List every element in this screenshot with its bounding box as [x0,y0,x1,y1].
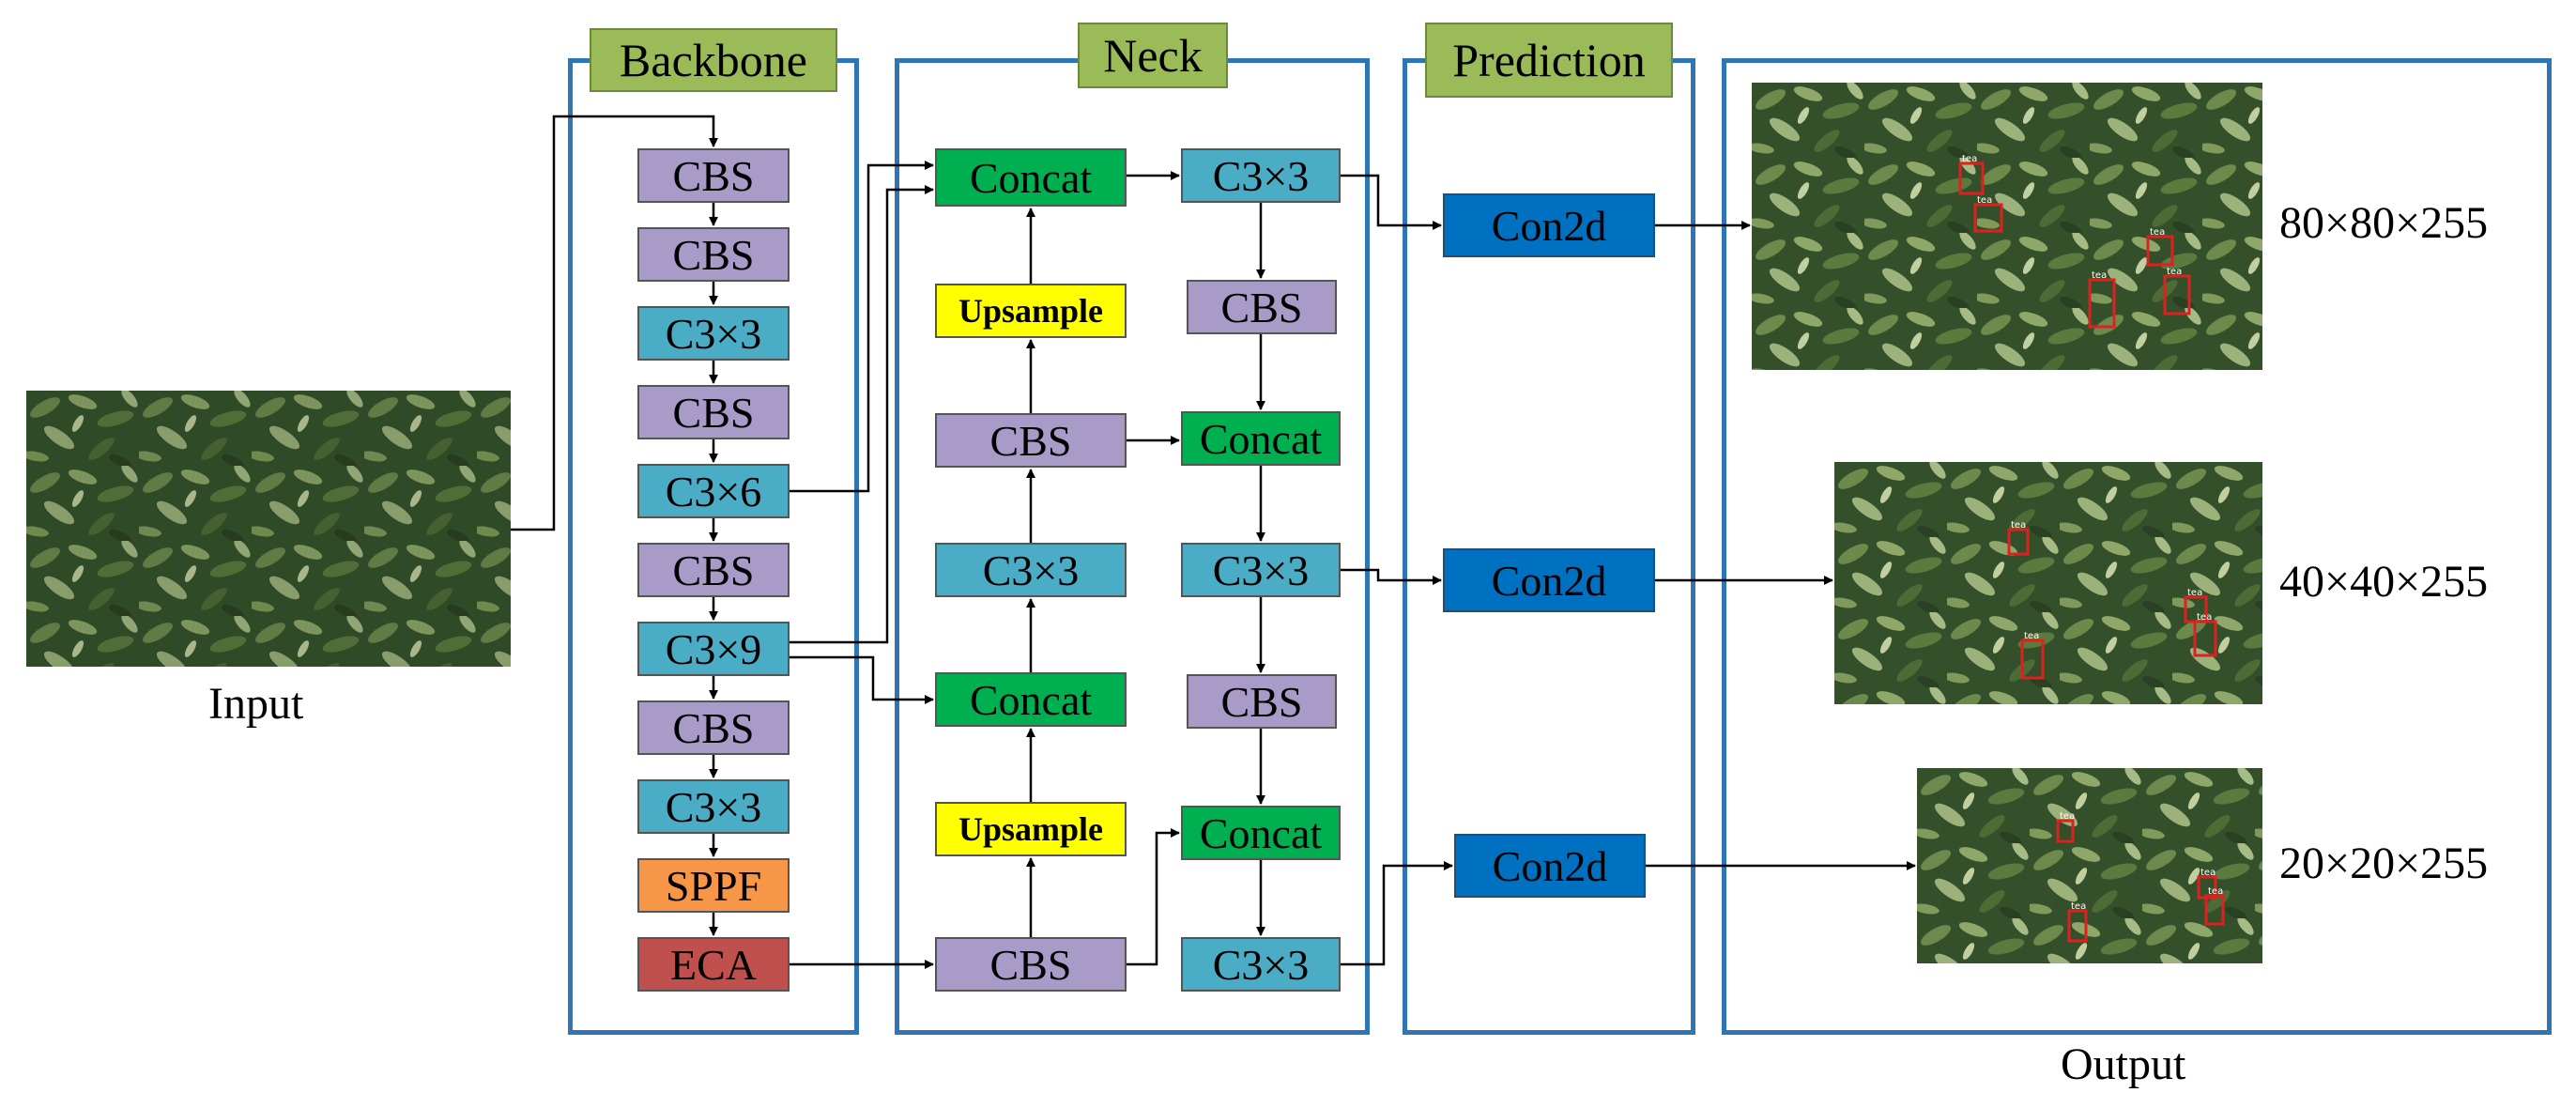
output-shape-2: 40×40×255 [2279,557,2489,607]
output-panel [1722,58,2552,1035]
backbone-title: Backbone [590,28,837,92]
output-image-large: tea tea tea tea tea [1752,83,2262,370]
neck-cbs-right-1: CBS [1187,280,1337,334]
wire-input [511,115,718,531]
detection-tag: tea [2208,886,2223,897]
neck-concat-right-1: Concat [1181,411,1341,466]
wire-c3x9-skip-mid [790,655,934,704]
output-image-small: tea tea tea tea [1917,768,2262,963]
wire-pred-1 [1341,174,1442,230]
neck-c3x3-top: C3×3 [1181,148,1341,203]
detection-tag: tea [2024,631,2039,641]
neck-upsample-bottom: Upsample [935,802,1127,856]
neck-concat-mid-left: Concat [935,672,1127,727]
neck-c3x3-bottom: C3×3 [1181,937,1341,992]
prediction-con2d-1: Con2d [1443,193,1655,257]
neck-upsample-top: Upsample [935,284,1127,338]
backbone-eca: ECA [637,937,790,992]
backbone-c3x9: C3×9 [637,622,790,676]
wire-pred-2 [1341,568,1442,585]
detection-tag: tea [2092,270,2107,281]
neck-concat-right-2: Concat [1181,806,1341,860]
wire-cbs-bottom [1127,828,1180,966]
backbone-cbs-2: CBS [637,227,790,282]
neck-title: Neck [1078,23,1228,88]
neck-concat-top: Concat [935,148,1127,207]
backbone-cbs-1: CBS [637,148,790,203]
prediction-con2d-3: Con2d [1454,834,1646,898]
backbone-c3x3-2: C3×3 [637,779,790,834]
detection-tag: tea [2060,811,2075,822]
output-shape-3: 20×20×255 [2279,839,2489,888]
neck-cbs-bottom: CBS [935,937,1127,992]
output-label: Output [2061,1039,2186,1089]
detection-tag: tea [2187,588,2202,598]
detection-tag: tea [2167,267,2182,277]
input-label: Input [208,679,304,729]
wire-pred-3 [1341,861,1453,966]
neck-c3x3-mid: C3×3 [1181,543,1341,597]
wire-c3x9-skip-top [790,185,934,644]
detection-tag: tea [2071,901,2086,912]
neck-cbs-upper: CBS [935,413,1127,468]
detection-tag: tea [1977,195,1992,206]
wire-c3x6-skip [790,161,934,493]
neck-cbs-right-2: CBS [1187,674,1337,729]
input-image [26,391,511,667]
neck-c3x3-left: C3×3 [935,543,1127,597]
backbone-c3x3-1: C3×3 [637,306,790,361]
detection-tag: tea [2197,612,2212,623]
detection-tag: tea [2011,520,2026,531]
backbone-cbs-5: CBS [637,700,790,755]
prediction-title: Prediction [1425,23,1673,98]
output-shape-1: 80×80×255 [2279,198,2489,248]
backbone-cbs-3: CBS [637,385,790,439]
output-image-medium: tea tea tea tea [1834,462,2262,704]
prediction-con2d-2: Con2d [1443,548,1655,612]
detection-tag: tea [2200,868,2216,878]
detection-tag: tea [1962,154,1977,164]
backbone-cbs-4: CBS [637,543,790,597]
detection-tag: tea [2150,227,2165,238]
backbone-sppf: SPPF [637,858,790,913]
backbone-c3x6: C3×6 [637,464,790,518]
